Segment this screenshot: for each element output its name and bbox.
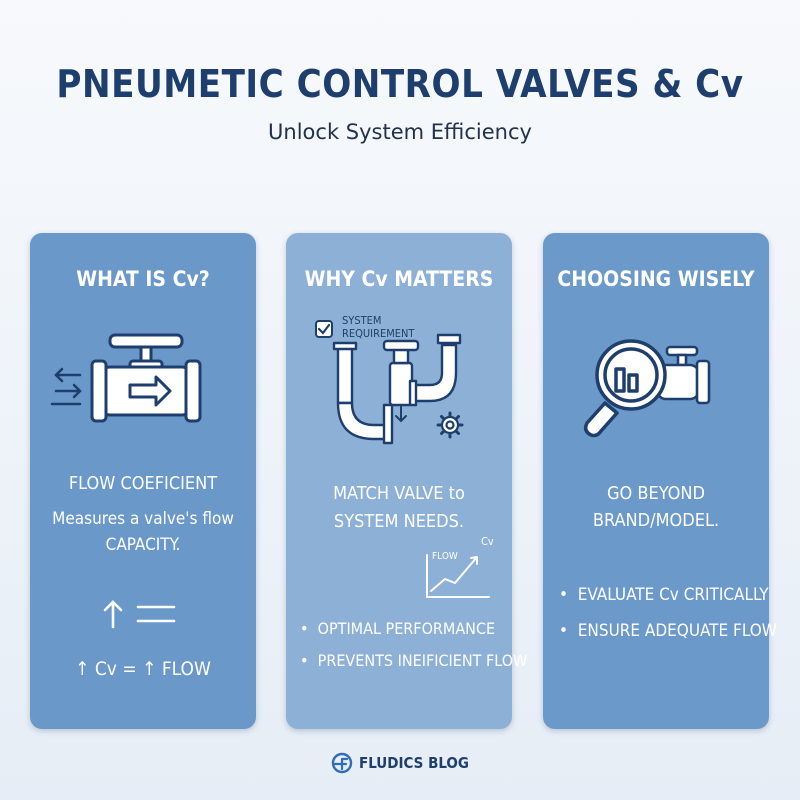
gear-icon (436, 411, 464, 439)
card-heading: FLOW COEFICIENT (68, 473, 218, 494)
card-heading-line-2: SYSTEM NEEDS. (333, 511, 465, 532)
card-heading-line-1: GO BEYOND (606, 483, 705, 504)
checkbox-label-line-2: REQUIREMENT (342, 327, 415, 340)
cv-equation: ↑ Cv = ↑ FLOW (75, 658, 211, 680)
chart-label-flow: FLOW (432, 551, 458, 562)
valve-icon (655, 345, 711, 405)
bullet-item: • ENSURE ADEQUATE FLOW (559, 621, 777, 641)
footer: FLUDICS BLOG (0, 752, 800, 774)
up-arrow-icon (103, 600, 123, 629)
chart-label-cv: Cv (481, 535, 494, 548)
bullet-item: • EVALUATE Cv CRITICALLY (559, 585, 769, 605)
bullet-item: • OPTIMAL PERFORMANCE (300, 619, 496, 638)
page-subtitle: Unlock System Efficiency (268, 120, 532, 144)
card-choosing-wisely: CHOOSING WISELY GO BEYOND BRAND/MODEL. •… (543, 233, 777, 729)
checkbox-label-line-1: SYSTEM (342, 314, 382, 327)
card-why-cv-matters: WHY Cv MATTERS SYSTEM REQUIREMENT (286, 233, 527, 729)
flow-chart-icon (426, 554, 490, 598)
card-body-line-1: Measures a valve's flow (52, 509, 234, 529)
page-title: PNEUMETIC CONTROL VALVES & Cv (56, 62, 744, 106)
checkbox-icon (315, 320, 333, 338)
card-title: CHOOSING WISELY (557, 267, 755, 291)
pipe-valve-icon (332, 333, 462, 445)
fludics-logo-icon (331, 752, 353, 774)
valve-icon (90, 333, 202, 423)
magnifier-icon (583, 339, 667, 438)
card-title: WHY Cv MATTERS (304, 267, 494, 291)
footer-brand: FLUDICS BLOG (359, 754, 469, 772)
card-title: WHAT IS Cv? (76, 267, 210, 291)
flow-arrows-icon (50, 367, 82, 406)
card-heading-line-1: MATCH VALVE to (333, 483, 465, 504)
card-body-line-2: CAPACITY. (105, 535, 181, 555)
bullet-item: • PREVENTS INEIFICIENT FLOW (300, 651, 528, 670)
card-what-is-cv: WHAT IS Cv? FLOW COEFICIENT Measures a v… (30, 233, 256, 729)
card-heading-line-2: BRAND/MODEL. (592, 510, 720, 531)
equals-icon (136, 605, 176, 623)
